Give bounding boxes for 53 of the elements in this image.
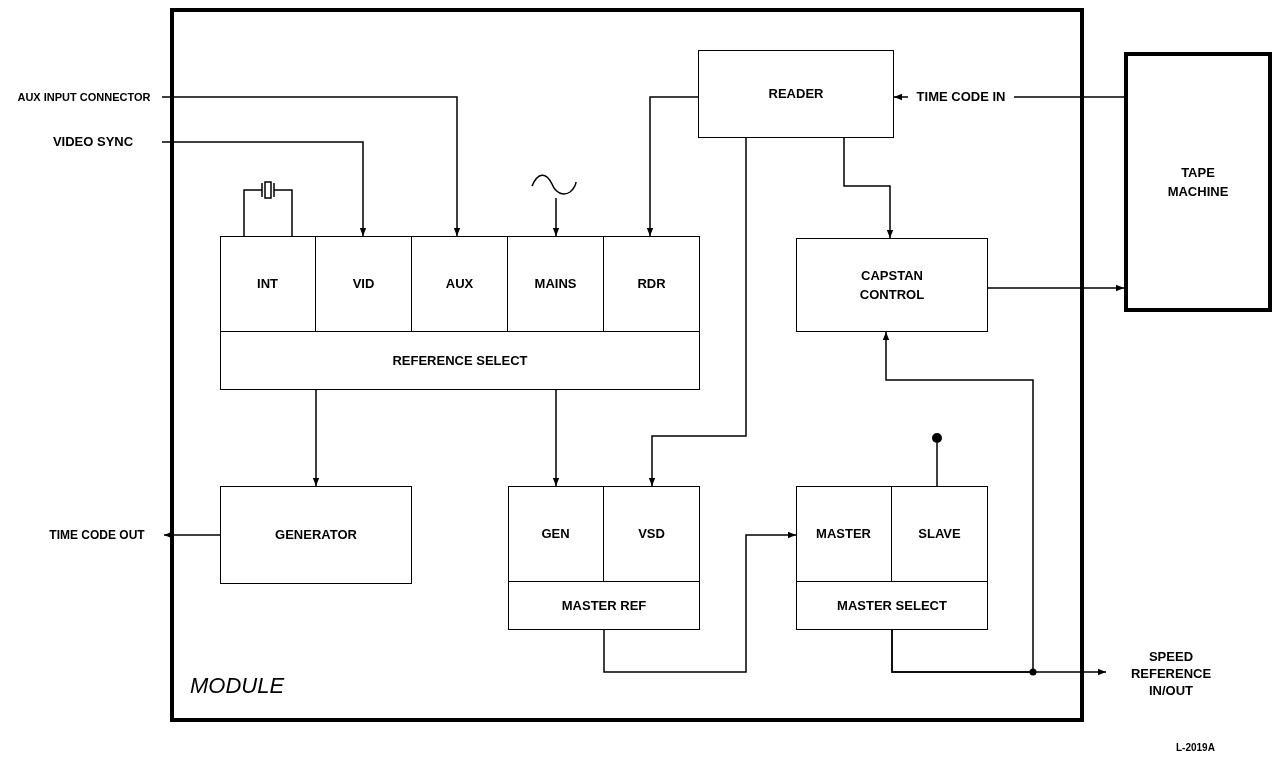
crystal-icon <box>256 180 280 200</box>
connector-arrow <box>552 197 560 237</box>
block-title: REFERENCE SELECT <box>391 351 529 370</box>
connector-arrow <box>161 141 367 237</box>
connector-arrow <box>603 531 797 673</box>
module-frame <box>170 8 1084 722</box>
connector-arrow <box>648 137 747 487</box>
box-label: TAPE MACHINE <box>1166 163 1230 201</box>
box-label: CAPSTAN CONTROL <box>858 266 926 304</box>
connector-arrow <box>646 96 699 237</box>
box-label: MAINS <box>534 274 577 293</box>
box-label: SLAVE <box>918 524 961 543</box>
box-label: TIME CODE OUT <box>49 527 145 544</box>
selector-cell <box>796 486 892 582</box>
selector-block <box>508 486 700 630</box>
box-label: GEN <box>541 524 570 543</box>
terminal-dot <box>932 433 942 443</box>
connector-arrow <box>843 137 894 239</box>
connector-arrow <box>163 531 221 539</box>
module-title: MODULE <box>190 672 285 700</box>
selector-cell <box>220 236 316 332</box>
connector-arrow <box>161 96 461 237</box>
box-label: GENERATOR <box>275 526 357 545</box>
box-label: VID <box>352 274 375 293</box>
connector-arrow <box>987 284 1125 292</box>
selector-cell <box>508 236 604 332</box>
box-label: READER <box>768 85 824 104</box>
process-box <box>796 238 988 332</box>
box-label: MASTER <box>816 524 871 543</box>
box-label: TIME CODE IN <box>916 88 1006 107</box>
box-label: VSD <box>638 524 665 543</box>
selector-cell <box>316 236 412 332</box>
selector-block <box>220 236 700 390</box>
connector-arrow <box>552 389 560 487</box>
box-label: AUX INPUT CONNECTOR <box>17 89 151 105</box>
block-title: MASTER SELECT <box>836 596 948 615</box>
box-label: AUX <box>445 274 474 293</box>
connector-arrow <box>882 331 1034 673</box>
selector-cell <box>508 486 604 582</box>
block-title: MASTER REF <box>560 596 648 615</box>
box-label: VIDEO SYNC <box>52 133 134 152</box>
process-box <box>698 50 894 138</box>
figure-number: L-2019A <box>1176 741 1215 755</box>
connector-arrow <box>312 389 320 487</box>
device-box <box>1124 52 1272 312</box>
box-label: RDR <box>637 274 666 293</box>
process-box <box>220 486 412 584</box>
selector-block <box>796 486 988 630</box>
connector-arrow <box>893 93 909 101</box>
box-label: INT <box>257 274 278 293</box>
box-label: SPEED REFERENCE IN/OUT <box>1129 647 1213 699</box>
connector-arrow <box>243 189 293 237</box>
selector-cell <box>412 236 508 332</box>
